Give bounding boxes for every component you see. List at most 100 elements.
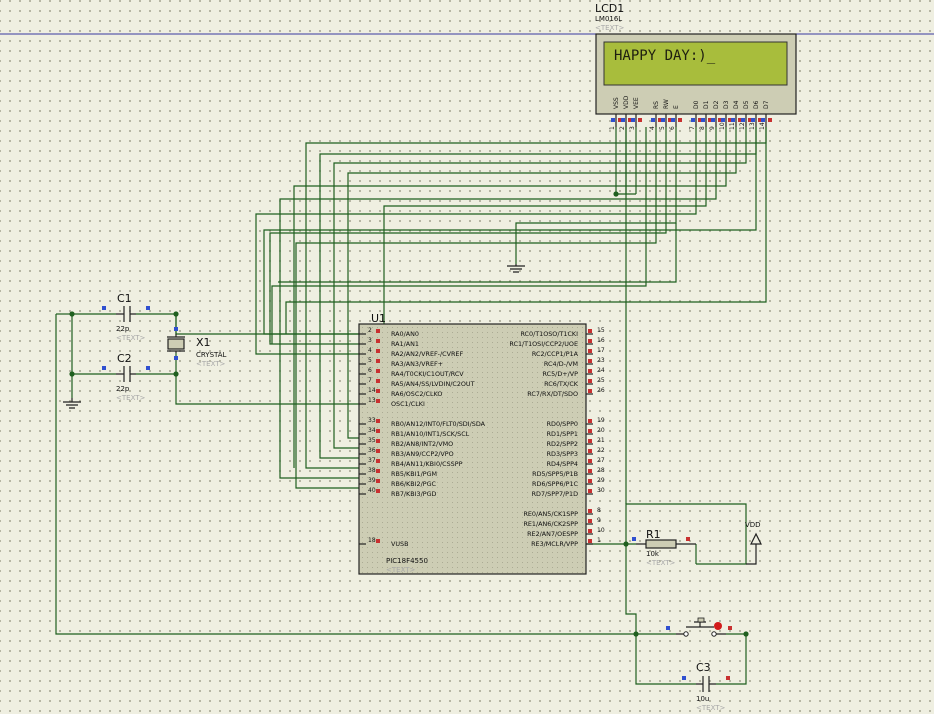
mcu-pin-number: 7 [368,377,372,384]
pin-marker [376,399,380,403]
lcd-pin-name: RS [653,101,660,109]
crystal-x1[interactable]: X1 CRYSTAL <TEXT> [167,327,227,368]
x1-text-placeholder: <TEXT> [196,360,226,368]
lcd-pin-number: 9 [709,126,716,130]
mcu-pin-number: 21 [597,437,605,444]
pin-marker [588,389,592,393]
lcd-pin-number: 13 [749,122,756,130]
lcd-pin-number: 4 [649,126,656,130]
pin-marker [376,469,380,473]
mcu-pin-name: RC7/RX/DT/SDO [527,390,578,398]
lcd-pin-name: D1 [703,100,710,109]
resistor-r1[interactable]: R1 10k <TEXT> [632,528,696,567]
pin-marker [376,379,380,383]
x1-ref: X1 [196,336,211,349]
pin-marker [588,449,592,453]
mcu-pin-name: RD4/SPP4 [547,460,578,468]
mcu-pin-name: RA1/AN1 [391,340,419,348]
junction-dot [633,631,639,637]
pin-marker [102,306,106,310]
mcu-pin-number: 29 [597,477,605,484]
resistor-body [645,539,677,549]
mcu-pin-name: VUSB [391,540,409,548]
pin-marker [588,539,592,543]
lcd-pin-name: VEE [633,97,640,109]
pin-marker [588,349,592,353]
pin-marker [174,356,178,360]
pin-marker [588,529,592,533]
pin-marker [376,339,380,343]
mcu-pin-name: RE1/AN6/CK2SPP [523,520,578,528]
pin-marker [588,439,592,443]
mcu-pin-number: 28 [597,467,605,474]
mcu-pin-number: 13 [368,397,376,404]
pin-marker [691,118,695,122]
mcu-pin-name: RB3/AN9/CCP2/VPO [391,450,454,458]
pin-marker [671,118,675,122]
mcu-pin-name: RA0/AN0 [391,330,419,338]
vdd-terminal[interactable]: VDD [745,521,762,565]
pin-marker [701,118,705,122]
mcu-pin-number: 10 [597,527,605,534]
r1-text-placeholder: <TEXT> [646,559,676,567]
pin-marker [738,118,742,122]
mcu-pin-number: 26 [597,387,605,394]
mcu-model: PIC18F4550 [386,557,428,565]
mcu-pin-number: 20 [597,427,605,434]
c3-ref: C3 [696,661,711,674]
x1-value: CRYSTAL [196,351,227,359]
lcd-pin-name: VDD [623,95,630,109]
pin-marker [376,419,380,423]
pin-marker [628,118,632,122]
crystal-body [167,338,185,350]
lcd-pin-name: RW [663,99,670,109]
pin-marker [726,676,730,680]
button-state-indicator [714,622,722,630]
junction-dot [743,631,749,637]
pin-marker [658,118,662,122]
pin-marker [146,366,150,370]
lcd-module[interactable]: LCD1 LM016L <TEXT> HAPPY DAY:)_ VSS1VDD2… [595,2,797,130]
pin-marker [588,469,592,473]
mcu-pin-name: RE3/MCLR/VPP [531,540,578,548]
mcu-pin-number: 19 [597,417,605,424]
capacitor-c2[interactable]: C2 22p <TEXT> [102,352,150,402]
lcd-pin-number: 12 [739,122,746,130]
pin-marker [668,118,672,122]
pin-marker [376,349,380,353]
mcu-ref: U1 [371,312,386,325]
pin-marker [588,359,592,363]
pin-marker [631,118,635,122]
capacitor-c1[interactable]: C1 22p <TEXT> [102,292,150,342]
mcu-pin-number: 24 [597,367,605,374]
pin-marker [146,306,150,310]
c3-value: 10u [696,695,709,703]
lcd-pin-number: 6 [669,126,676,130]
lcd-pin-number: 10 [719,122,726,130]
r1-ref: R1 [646,528,661,541]
mcu-pin-number: 23 [597,357,605,364]
pin-marker [748,118,752,122]
mcu-pin-name: RB0/AN12/INT0/FLT0/SDI/SDA [391,420,486,428]
mcu-pin-number: 37 [368,457,376,464]
reset-button[interactable] [666,617,732,637]
mcu-pin-number: 2 [368,327,372,334]
lcd-pins: VSS1VDD2VEE3RS4RW5E6D07D18D29D310D411D51… [609,95,772,130]
pin-marker [682,676,686,680]
pin-marker [718,118,722,122]
mcu-pin-name: RC5/D+/VP [543,370,579,378]
capacitor-c3[interactable]: C3 10u <TEXT> [682,661,730,712]
c1-text-placeholder: <TEXT> [116,334,146,342]
c2-ref: C2 [117,352,132,365]
mcu-pin-number: 40 [368,487,376,494]
mcu-pin-name: RB2/AN8/INT2/VMO [391,440,453,448]
lcd-pin-name: D0 [693,100,700,109]
lcd-pin-name: E [673,105,680,109]
pin-marker [721,118,725,122]
mcu-pin-name: RB7/KBI3/PGD [391,490,437,498]
lcd-screen [603,41,788,86]
c2-text-placeholder: <TEXT> [116,394,146,402]
pin-marker [588,429,592,433]
